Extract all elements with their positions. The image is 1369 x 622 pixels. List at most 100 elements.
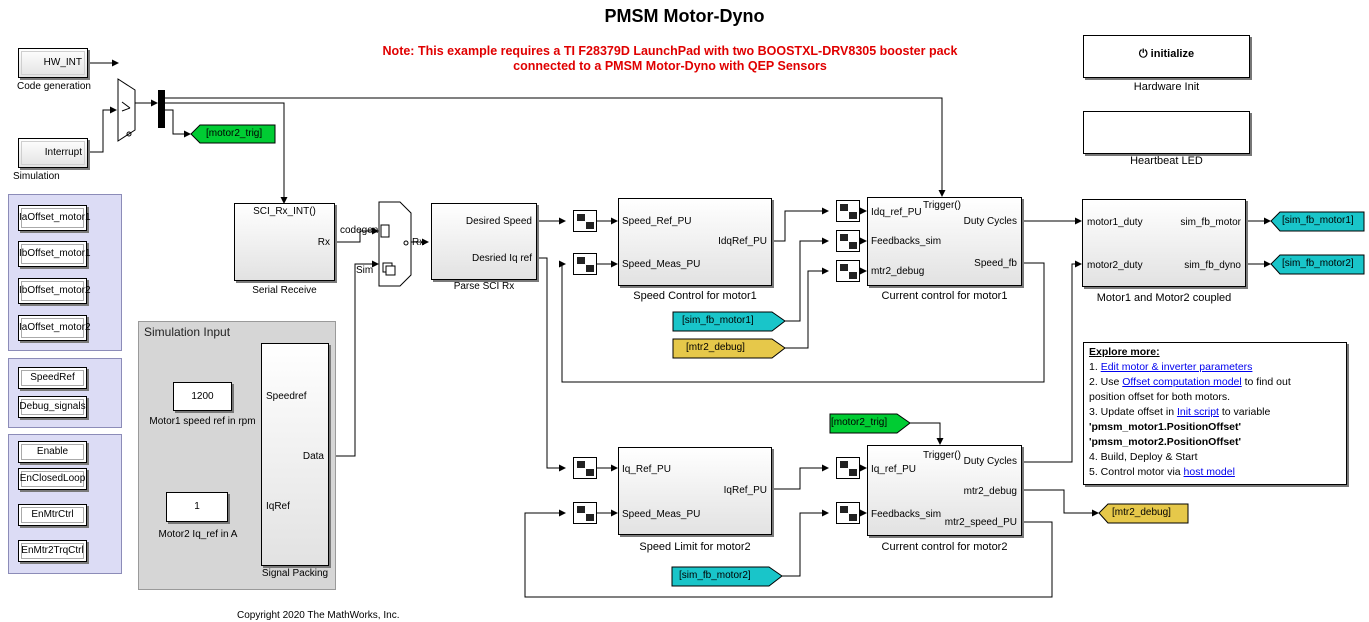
- from-sim-fb-motor1[interactable]: [sim_fb_motor1]: [682, 315, 754, 326]
- explore-heading: Explore more:: [1089, 346, 1160, 358]
- parse-sci-rx-block[interactable]: Desired Speed Desried Iq ref: [431, 203, 537, 280]
- speed-limit-in-iq: Iq_Ref_PU: [622, 464, 671, 475]
- parse-sci-rx-caption: Parse SCI Rx: [453, 281, 515, 292]
- speed-control-motor1-block[interactable]: Speed_Ref_PU Speed_Meas_PU IdqRef_PU: [618, 198, 772, 286]
- rate-transition-9[interactable]: [836, 502, 860, 524]
- rate-transition-2[interactable]: [573, 253, 597, 275]
- goto-mtr2-debug[interactable]: [mtr2_debug]: [1112, 507, 1171, 518]
- hw-int-block[interactable]: HW_INT: [18, 48, 88, 78]
- explore-step3-prefix: 3. Update offset in: [1089, 406, 1177, 418]
- hardware-init-block[interactable]: ⏻ initialize: [1083, 35, 1250, 78]
- edit-parameters-link[interactable]: Edit motor & inverter parameters: [1100, 361, 1253, 373]
- pack-in-speedref: Speedref: [266, 391, 307, 402]
- goto-sim-fb-motor1-shape: [1270, 211, 1365, 232]
- enable-button[interactable]: Enable: [18, 441, 87, 463]
- speed-control-caption: Speed Control for motor1: [633, 290, 757, 302]
- control-panel: Enable EnClosedLoop EnMtrCtrl EnMtr2TrqC…: [8, 434, 122, 574]
- switch-sim-label: Sim: [356, 265, 374, 276]
- rate-transition-7[interactable]: [573, 502, 597, 524]
- cc1-out-duty: Duty Cycles: [963, 216, 1017, 227]
- goto-motor2-trig[interactable]: [motor2_trig]: [206, 128, 263, 139]
- pack-out-data: Data: [302, 451, 324, 462]
- speed-limit-in-meas: Speed_Meas_PU: [622, 509, 701, 520]
- speed-limit-out: IqRef_PU: [723, 485, 767, 496]
- speed-ref-constant[interactable]: 1200: [173, 382, 232, 411]
- en-mtr2-trq-ctrl-button[interactable]: EnMtr2TrqCtrl: [18, 540, 87, 562]
- parse-out-desired-speed: Desired Speed: [465, 216, 532, 227]
- current-control-motor2-block[interactable]: Trigger() Iq_ref_PU Feedbacks_sim Duty C…: [867, 445, 1022, 536]
- heartbeat-led-block[interactable]: [1083, 111, 1250, 154]
- host-model-link[interactable]: host model: [1183, 466, 1235, 478]
- speed-ref-button[interactable]: SpeedRef: [18, 367, 87, 389]
- offset-model-link[interactable]: Offset computation model: [1122, 376, 1242, 388]
- goto-sim-fb-motor2[interactable]: [sim_fb_motor2]: [1282, 258, 1354, 269]
- ia-offset-motor2-button[interactable]: IaOffset_motor2: [18, 315, 91, 341]
- en-mtr-ctrl-button[interactable]: EnMtrCtrl: [18, 504, 87, 526]
- motor1-motor2-coupled-block[interactable]: motor1_duty motor2_duty sim_fb_motor sim…: [1082, 199, 1246, 287]
- from-sim-fb-motor2-shape: [671, 566, 783, 587]
- en-closed-loop-button[interactable]: EnClosedLoop: [18, 468, 87, 490]
- pack-in-iqref: IqRef: [266, 501, 290, 512]
- ib-offset-motor1-button[interactable]: IbOffset_motor1: [18, 241, 91, 267]
- speed-control-out: IdqRef_PU: [718, 236, 767, 247]
- current-control1-caption: Current control for motor1: [881, 290, 1008, 302]
- goto-sim-fb-motor2-shape: [1270, 254, 1365, 275]
- cc2-in-iq: Iq_ref_PU: [871, 464, 917, 475]
- cc1-trigger-port: Trigger(): [923, 200, 961, 211]
- explore-var-motor1: 'pmsm_motor1.PositionOffset': [1089, 421, 1242, 433]
- serial-receive-block[interactable]: SCI_Rx_INT() Rx: [234, 203, 335, 281]
- from-mtr2-debug-shape: [672, 338, 786, 359]
- explore-step2-line2: position offset for both motors.: [1089, 391, 1231, 403]
- mode-switch[interactable]: [117, 78, 137, 142]
- speed-limit-motor2-block[interactable]: Iq_Ref_PU Speed_Meas_PU IqRef_PU: [618, 447, 772, 535]
- current-control2-caption: Current control for motor2: [881, 541, 1008, 553]
- goto-sim-fb-motor1[interactable]: [sim_fb_motor1]: [1282, 215, 1354, 226]
- hw-int-label: HW_INT: [43, 57, 82, 68]
- note-line-1: Note: This example requires a TI F28379D…: [382, 44, 958, 58]
- serial-receive-caption: Serial Receive: [252, 285, 317, 296]
- from-sim-fb-motor2[interactable]: [sim_fb_motor2]: [679, 570, 751, 581]
- cc1-out-speed-fb: Speed_fb: [974, 258, 1017, 269]
- simulation-input-title: Simulation Input: [144, 325, 231, 339]
- motors-out-sim-fb-motor: sim_fb_motor: [1180, 217, 1241, 228]
- explore-more-box: Explore more: 1. Edit motor & inverter p…: [1083, 342, 1347, 485]
- rate-transition-8[interactable]: [836, 457, 860, 479]
- codegen-sim-switch[interactable]: [378, 201, 412, 287]
- goto-motor2-trig-shape: [190, 124, 276, 144]
- speed-control-in-ref: Speed_Ref_PU: [622, 216, 692, 227]
- copyright: Copyright 2020 The MathWorks, Inc.: [237, 610, 400, 621]
- rate-transition-6[interactable]: [573, 457, 597, 479]
- init-script-link[interactable]: Init script: [1176, 406, 1219, 418]
- cc2-out-duty: Duty Cycles: [963, 456, 1017, 467]
- rate-transition-5[interactable]: [836, 260, 860, 282]
- debug-signals-button[interactable]: Debug_signals: [18, 396, 87, 418]
- rate-transition-4[interactable]: [836, 230, 860, 252]
- rate-transition-1[interactable]: [573, 210, 597, 232]
- iq-ref-constant[interactable]: 1: [166, 492, 228, 522]
- bus-selector[interactable]: [158, 90, 165, 128]
- note-line-2: connected to a PMSM Motor-Dyno with QEP …: [513, 59, 827, 73]
- signal-packing-block[interactable]: Speedref IqRef Data: [261, 343, 329, 566]
- heartbeat-caption: Heartbeat LED: [1130, 155, 1203, 167]
- power-icon: ⏻: [1138, 48, 1148, 60]
- hw-int-caption: Code generation: [17, 81, 91, 92]
- interrupt-block[interactable]: Interrupt: [18, 138, 88, 168]
- from-motor2-trig[interactable]: [motor2_trig]: [831, 417, 888, 428]
- ib-offset-motor2-button[interactable]: IbOffset_motor2: [18, 278, 91, 304]
- from-sim-fb-motor1-shape: [672, 311, 786, 332]
- initialize-label: initialize: [1150, 48, 1195, 60]
- reference-panel: SpeedRef Debug_signals: [8, 358, 122, 428]
- motors-out-sim-fb-dyno: sim_fb_dyno: [1184, 260, 1241, 271]
- explore-step4: 4. Build, Deploy & Start: [1089, 451, 1198, 463]
- switch-rx-label: Rx: [412, 237, 425, 248]
- rate-transition-3[interactable]: [836, 200, 860, 222]
- hardware-note: Note: This example requires a TI F28379D…: [330, 44, 1010, 74]
- interrupt-label: Interrupt: [44, 147, 82, 158]
- current-control-motor1-block[interactable]: Trigger() Idq_ref_PU Feedbacks_sim mtr2_…: [867, 197, 1022, 286]
- parse-out-desired-iq: Desried Iq ref: [471, 253, 532, 264]
- cc2-out-speed: mtr2_speed_PU: [944, 517, 1017, 528]
- ia-offset-motor1-button[interactable]: IaOffset_motor1: [18, 205, 91, 231]
- speed-limit-caption: Speed Limit for motor2: [639, 541, 751, 553]
- from-mtr2-debug[interactable]: [mtr2_debug]: [686, 342, 745, 353]
- from-motor2-trig-shape: [829, 413, 911, 434]
